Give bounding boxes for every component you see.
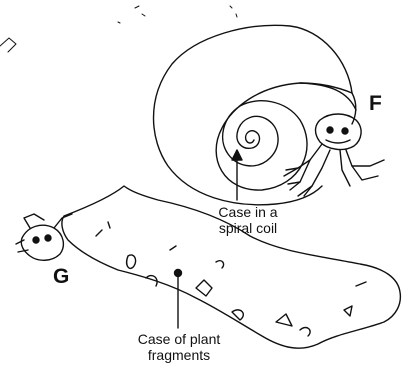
pointer-f xyxy=(232,150,242,200)
label-f: F xyxy=(369,92,382,116)
sketch-marks xyxy=(0,6,237,52)
spiral-shell-case xyxy=(154,25,357,204)
pointer-g xyxy=(175,270,182,329)
larva-g xyxy=(16,214,72,260)
caption-plant-case: Case of plant fragments xyxy=(117,331,241,363)
caption-spiral-case: Case in a spiral coil xyxy=(193,204,303,236)
larva-f xyxy=(284,114,384,196)
label-g: G xyxy=(53,265,69,289)
